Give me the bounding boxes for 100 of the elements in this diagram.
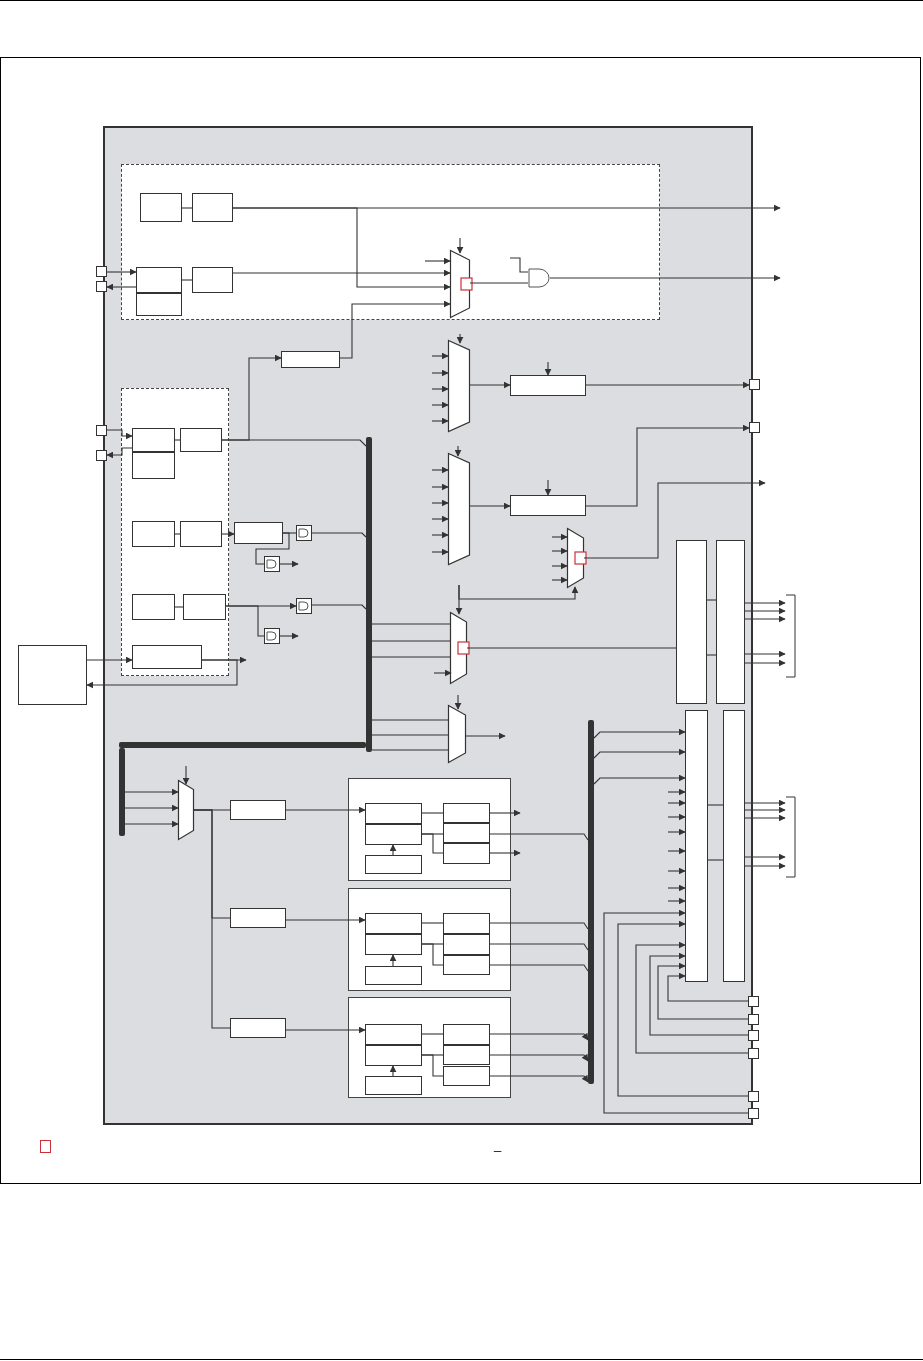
connector-line: [706, 654, 717, 656]
arrow: [744, 806, 786, 814]
arrow: [124, 804, 179, 812]
arrow: [232, 269, 451, 277]
block-box: [443, 823, 490, 843]
block-box: [230, 908, 286, 928]
bus-bar: [119, 748, 125, 836]
dashed-group: [121, 388, 229, 676]
arrow: [549, 274, 781, 282]
pin-box: [748, 1108, 759, 1119]
connector-line: [181, 207, 193, 209]
mux-symbol: [448, 453, 470, 565]
connector-line: [371, 719, 449, 721]
arrow: [433, 669, 452, 677]
arrow: [593, 774, 686, 785]
block-box: [180, 428, 222, 452]
block-box: [365, 1024, 422, 1045]
and-gate-symbol: [296, 525, 312, 541]
arrow: [124, 788, 179, 796]
block-box: [443, 913, 490, 934]
connector-line: [174, 533, 181, 535]
mux-symbol: [178, 780, 194, 840]
block-box: [510, 495, 586, 516]
arrow: [469, 502, 511, 510]
arrow: [744, 599, 786, 607]
arrow: [431, 417, 449, 425]
arrow: [744, 615, 786, 623]
arrow: [456, 237, 464, 254]
arrow: [86, 656, 133, 664]
arrow: [339, 300, 451, 359]
connector-line: [489, 922, 589, 930]
connector-line: [371, 656, 451, 658]
and-gate-symbol: [528, 268, 550, 288]
arrow: [86, 659, 238, 689]
block-box: [716, 540, 745, 704]
arrow: [544, 361, 552, 376]
connector-line: [706, 599, 717, 601]
arrow: [583, 479, 766, 559]
arrow: [431, 531, 449, 539]
arrow: [744, 799, 786, 807]
arrow: [667, 884, 686, 892]
block-box: [443, 1045, 490, 1065]
pin-box: [748, 1091, 759, 1102]
connector-line: [193, 809, 231, 1029]
connector-line: [255, 532, 290, 565]
mux-symbol: [567, 528, 584, 588]
block-box: [18, 645, 87, 705]
pin-box: [748, 1030, 759, 1041]
arrow: [667, 813, 686, 821]
arrow: [285, 806, 366, 814]
block-box: [365, 1076, 422, 1095]
connector-line: [174, 606, 184, 608]
block-box: [443, 803, 490, 823]
block-box: [132, 645, 202, 669]
bus-bar: [588, 720, 594, 1084]
arrow: [489, 1032, 589, 1041]
connector-line: [421, 833, 444, 854]
block-box: [510, 375, 586, 396]
arrow: [667, 897, 686, 905]
arrow: [456, 333, 464, 344]
dashed-group: [121, 164, 660, 320]
connector-line: [371, 734, 449, 736]
pin-box: [96, 266, 107, 277]
chip-block: [103, 126, 753, 1125]
arrow: [667, 799, 686, 807]
text-label: _: [494, 1138, 502, 1152]
arrow: [744, 814, 786, 822]
arrow: [667, 867, 686, 875]
connector-line: [707, 804, 724, 806]
arrow: [389, 844, 397, 856]
block-box: [443, 1066, 490, 1086]
arrow: [635, 941, 749, 1054]
arrow: [744, 659, 786, 667]
arrow: [454, 445, 462, 457]
arrow: [551, 576, 568, 584]
arrow: [454, 694, 462, 710]
block-box: [132, 452, 175, 479]
block-box: [136, 267, 182, 293]
arrow: [182, 765, 190, 785]
connector-line: [489, 833, 589, 841]
connector-line: [421, 812, 444, 814]
and-gate-symbol: [264, 628, 280, 644]
arrow: [221, 530, 235, 538]
block-box: [365, 803, 422, 824]
connector-line: [311, 532, 367, 538]
block-box: [443, 843, 490, 864]
panel-box: [348, 888, 511, 991]
pin-box: [96, 281, 107, 292]
arrow: [106, 429, 133, 440]
arrow: [431, 401, 449, 409]
connector-line: [489, 943, 589, 951]
block-box: [234, 522, 283, 544]
arrow: [744, 853, 786, 861]
mux-symbol: [450, 250, 470, 318]
pin-box: [749, 379, 760, 390]
arrow: [585, 424, 750, 507]
connector-line: [371, 640, 451, 642]
arrow: [431, 548, 449, 556]
pin-box: [748, 996, 759, 1007]
block-box: [365, 966, 422, 985]
